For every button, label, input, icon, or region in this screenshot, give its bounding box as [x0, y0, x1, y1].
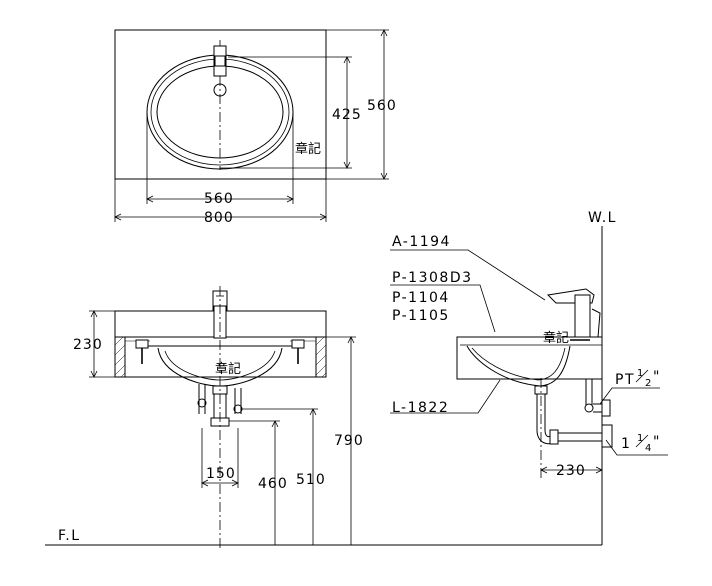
wall-label: W.L — [588, 210, 617, 226]
dim-drain-height: 460 — [258, 476, 288, 492]
dim-counter-height: 230 — [73, 337, 103, 353]
part-bowl: L-1822 — [392, 400, 449, 416]
wall-flange-drain — [601, 424, 613, 448]
drain-pipe — [213, 394, 227, 418]
leader-drain — [605, 439, 668, 456]
fraction-bar — [635, 434, 649, 448]
dim-width-bowl: 560 — [204, 191, 234, 207]
wall-flange-supply — [601, 399, 611, 417]
arrow — [201, 479, 239, 487]
stamp-top: 章記 — [295, 141, 321, 157]
leader-supply — [599, 387, 660, 405]
dim-rim-height: 790 — [334, 433, 364, 449]
supply-right — [234, 388, 242, 414]
arrow — [347, 336, 355, 344]
pipe-drain-den: 4 — [645, 443, 651, 454]
supply-left — [198, 384, 206, 414]
arrow — [343, 56, 351, 169]
side-counter — [456, 336, 603, 380]
top-view: 425 560 560 800 章記 — [114, 29, 397, 226]
arrow — [309, 408, 317, 416]
leader-bowl — [390, 379, 501, 414]
dim-depth-counter: 560 — [367, 98, 397, 114]
side-bowl — [466, 345, 571, 387]
side-supply-pipe — [585, 379, 593, 405]
side-faucet-back — [591, 308, 601, 338]
fraction-bar — [635, 369, 649, 383]
arrow — [380, 29, 388, 180]
bracket-left — [135, 339, 149, 349]
skirt-left — [114, 336, 126, 378]
pipe-drain-num: 1 — [637, 433, 643, 444]
arrow — [114, 213, 327, 221]
skirt-right — [315, 336, 327, 378]
stamp-side: 章記 — [543, 330, 569, 346]
side-trap-arm — [558, 432, 602, 442]
faucet-top-handle — [214, 55, 226, 67]
arrow — [146, 195, 294, 203]
valve-left — [197, 398, 207, 408]
arrow — [271, 420, 279, 428]
leader-faucet — [390, 249, 546, 301]
side-bowl-inner — [471, 347, 566, 381]
dim-supply-height: 510 — [296, 472, 326, 488]
stamp-front: 章記 — [215, 361, 241, 377]
arrow — [540, 466, 603, 474]
side-supply-valve — [584, 403, 594, 413]
dim-wall-offset: 230 — [556, 463, 586, 479]
side-trap-nut — [549, 429, 559, 445]
leader-counter — [390, 284, 496, 333]
side-supply-arm — [593, 403, 602, 413]
side-view: W.L 230 A-1194 P-1308D3 P-1104 P-1 — [390, 210, 668, 545]
pipe-supply-num: 1 — [637, 368, 643, 379]
part-counter: P-1308D3 — [392, 270, 473, 286]
floor-label: F.L — [58, 528, 81, 544]
pipe-supply-prefix: PT — [615, 372, 635, 388]
pipe-supply-den: 2 — [645, 378, 651, 389]
arrow — [90, 310, 98, 378]
dim-width-counter: 800 — [204, 210, 234, 226]
part-faucet: A-1194 — [392, 234, 451, 250]
side-faucet-body — [574, 294, 591, 338]
pipe-drain-quote: " — [653, 434, 661, 450]
front-view: 230 150 460 510 790 章記 — [73, 286, 364, 550]
dim-depth-bowl: 425 — [332, 107, 362, 123]
counter-top-outline — [114, 29, 327, 180]
bracket-right — [291, 339, 305, 349]
dim-outlet-spacing: 150 — [206, 466, 236, 482]
drain-top — [213, 83, 227, 97]
part-bracket-1: P-1104 — [392, 290, 450, 306]
pipe-drain-whole: 1 — [621, 436, 631, 452]
pipe-supply-quote: " — [653, 369, 661, 385]
part-bracket-2: P-1105 — [392, 308, 450, 324]
